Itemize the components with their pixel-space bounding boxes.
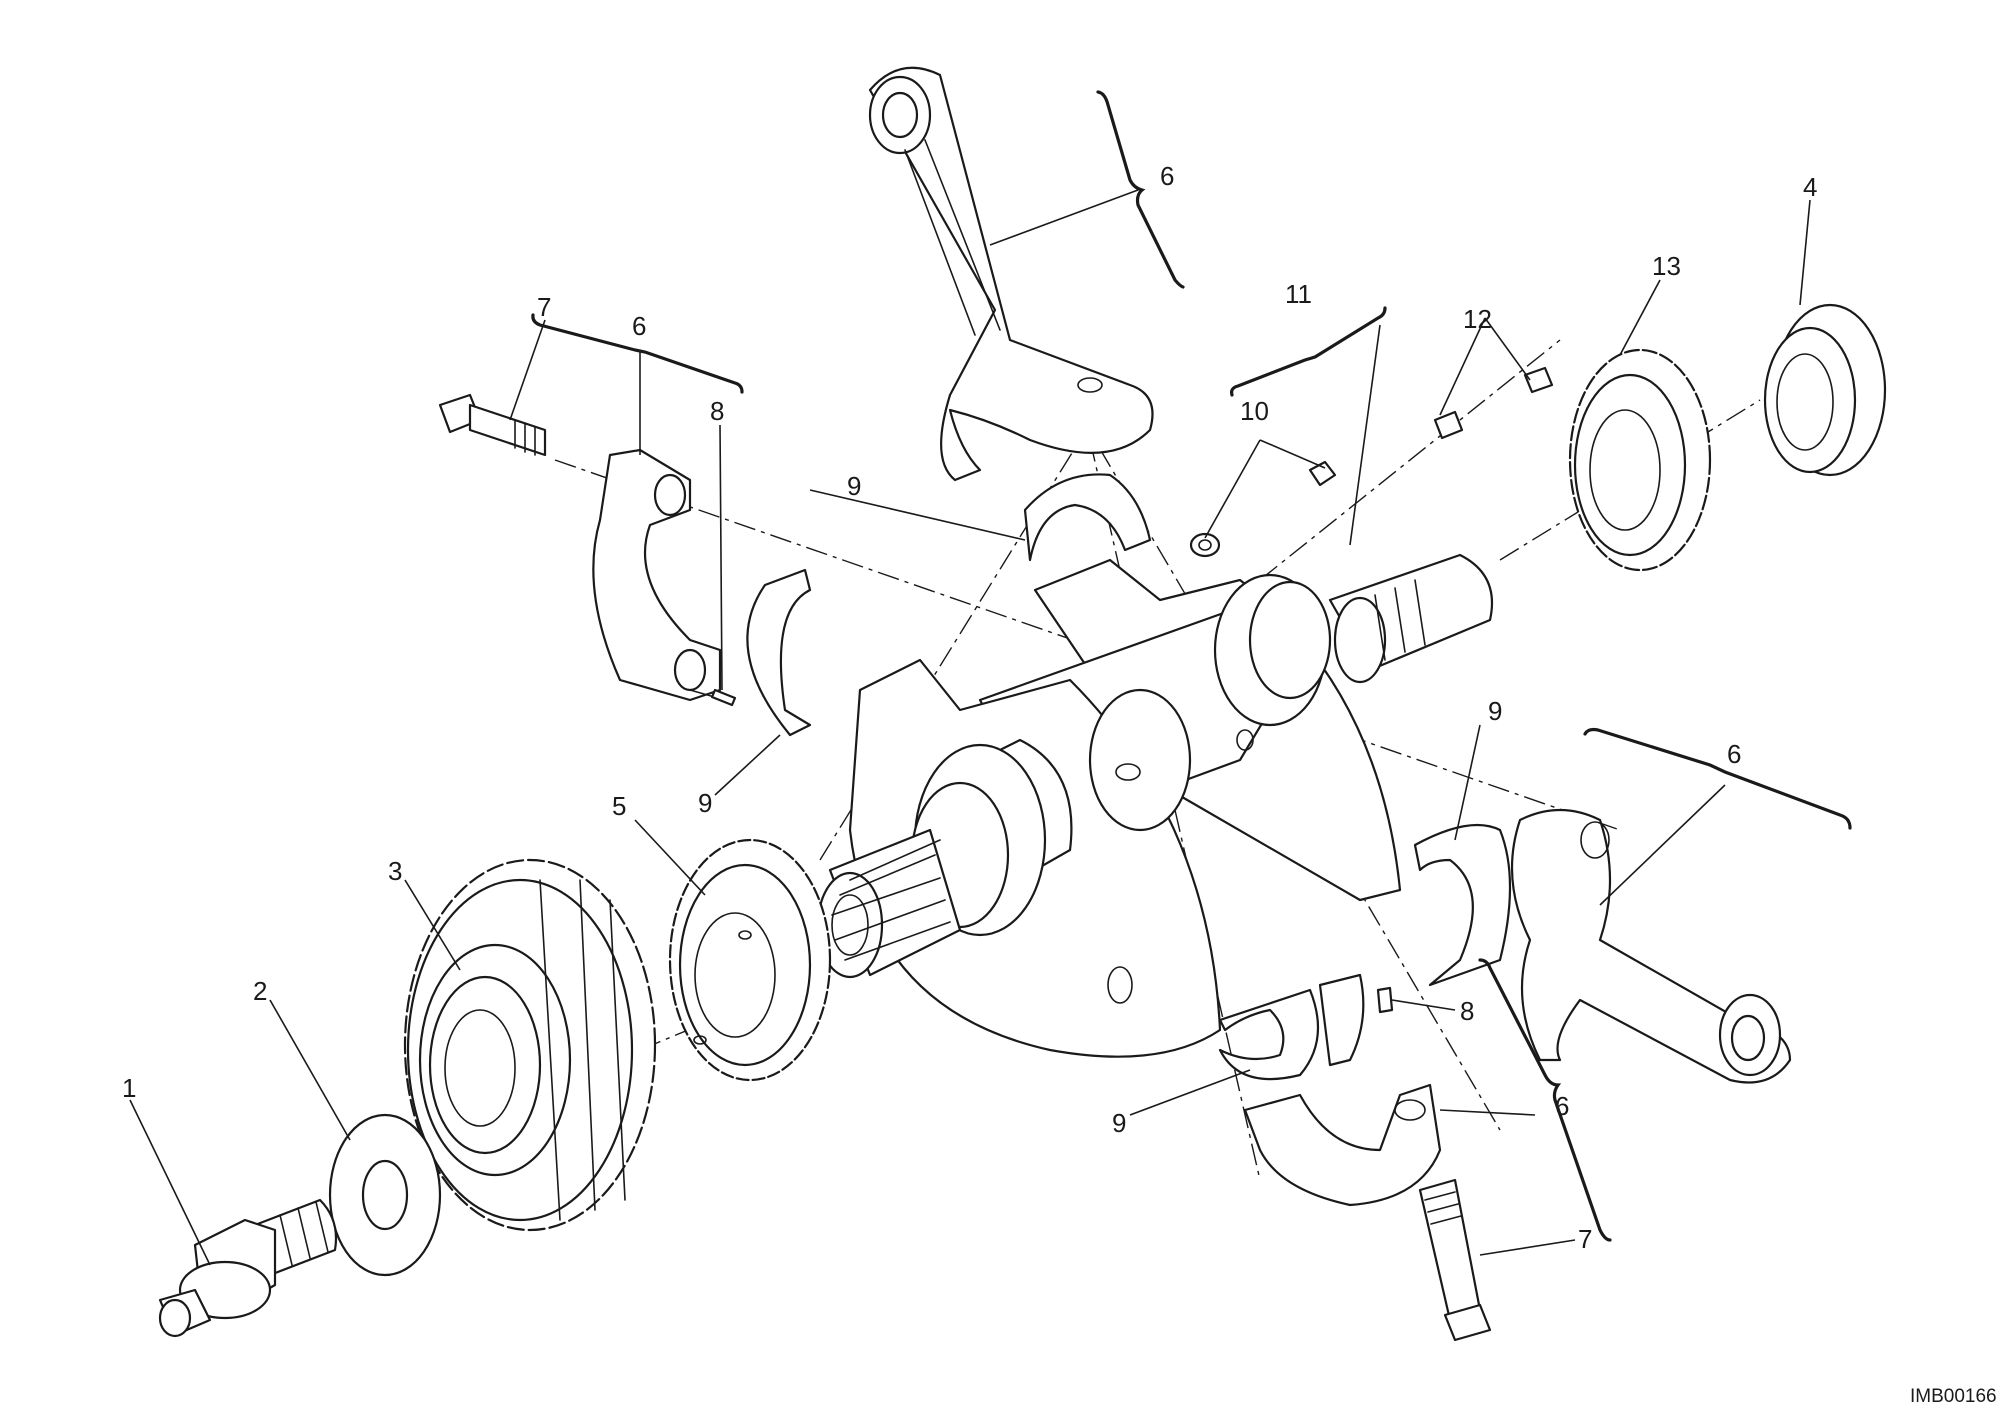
primary-drive-gear-small [668, 838, 832, 1082]
rod-bolt-lower [1418, 1178, 1492, 1342]
callout-2: 2 [253, 976, 267, 1006]
callout-9-right-shell: 9 [1488, 696, 1502, 726]
crankshaft [816, 553, 1494, 1058]
ring-nut [1763, 303, 1887, 477]
leader-lines [129, 189, 1811, 1266]
kit-braces [531, 90, 1852, 1242]
figure-reference-code: IMB00166 [1910, 1386, 1997, 1407]
washer [328, 1113, 442, 1277]
callout-6-lower-cap: 6 [1555, 1091, 1569, 1121]
callout-9-left-shell: 9 [698, 788, 712, 818]
callout-1: 1 [122, 1073, 136, 1103]
callout-9-lower-shell: 9 [1112, 1108, 1126, 1138]
connecting-rod-right [1510, 808, 1792, 1084]
callout-3: 3 [388, 856, 402, 886]
rod-bearing-shell-left [746, 568, 812, 737]
callout-4: 4 [1803, 172, 1817, 202]
callout-6-top-rod: 6 [1160, 161, 1174, 191]
callout-6-right-rod: 6 [1727, 739, 1741, 769]
callout-7-left-bolt: 7 [537, 292, 551, 322]
rod-cap-left [592, 448, 726, 702]
flanged-bolt [158, 1198, 338, 1338]
rod-bearing-shell-upper [1023, 473, 1152, 562]
callout-8-left-pin: 8 [710, 396, 724, 426]
callout-12: 12 [1463, 304, 1492, 334]
rod-bolt-left [438, 393, 547, 457]
rod-bearing-shell-lower [1218, 973, 1365, 1081]
callout-7-lower-bolt: 7 [1578, 1224, 1592, 1254]
callout-11: 11 [1285, 279, 1312, 309]
timing-gear [1568, 348, 1712, 572]
woodruff-keys [1433, 366, 1554, 440]
dowel-pin-left [710, 688, 737, 707]
callout-9-upper-shell: 9 [847, 471, 861, 501]
threaded-plugs [1189, 460, 1337, 558]
primary-drive-gear-large [403, 858, 657, 1232]
rod-cap-lower [1243, 1083, 1442, 1207]
connecting-rod-top [868, 66, 1154, 482]
callout-8-right-pin: 8 [1460, 996, 1474, 1026]
callout-10: 10 [1240, 396, 1269, 426]
rod-bearing-shell-right [1413, 823, 1512, 987]
callout-5: 5 [612, 791, 626, 821]
callout-labels: 1 2 3 4 5 6 6 6 6 7 7 8 8 9 9 9 9 10 11 … [122, 161, 1817, 1254]
callout-13: 13 [1652, 251, 1681, 281]
dowel-pin-right [1376, 986, 1394, 1014]
callout-6-left-cap: 6 [632, 311, 646, 341]
